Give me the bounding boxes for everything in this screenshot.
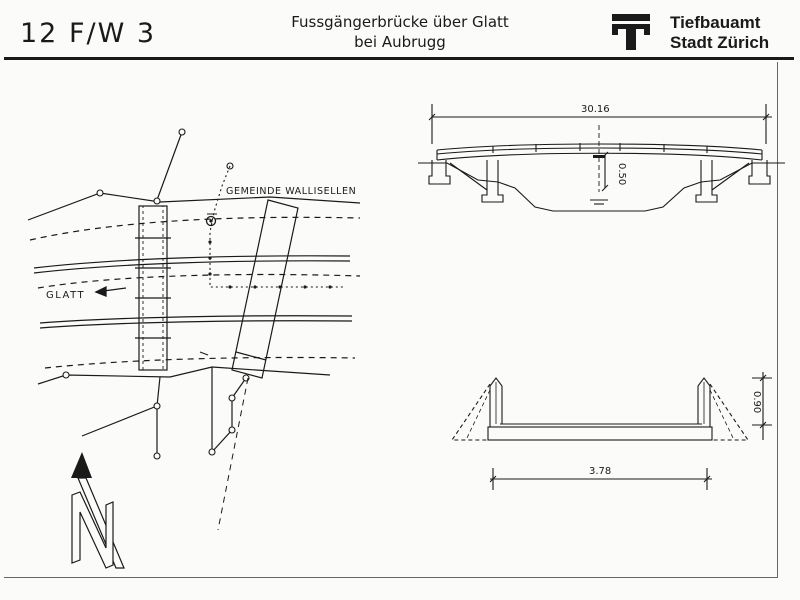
- tiefbauamt-logo-icon: [612, 14, 650, 50]
- frame-line-bottom: [4, 577, 778, 578]
- org-line-2: Stadt Zürich: [670, 33, 770, 52]
- organization-block: Tiefbauamt Stadt Zürich: [670, 13, 769, 53]
- clearance-dimension-label: 0.50: [616, 163, 627, 185]
- municipality-label: GEMEINDE WALLISELLEN: [226, 186, 356, 197]
- drawing-code: 12 F/W 3: [20, 18, 157, 49]
- north-arrow-icon: [71, 452, 125, 569]
- width-dimension-label: 3.78: [589, 466, 611, 477]
- header-rule: [4, 57, 794, 60]
- span-dimension-label: 30.16: [581, 104, 610, 115]
- org-line-1: Tiefbauamt: [670, 13, 761, 32]
- title-line-2: bei Aubrugg: [354, 33, 446, 51]
- frame-line-right: [777, 62, 778, 577]
- title-block: Fussgängerbrücke über Glatt bei Aubrugg: [230, 12, 570, 52]
- title-line-1: Fussgängerbrücke über Glatt: [291, 13, 509, 31]
- railing-height-label: 0.90: [751, 391, 762, 413]
- river-label: GLATT: [46, 290, 85, 301]
